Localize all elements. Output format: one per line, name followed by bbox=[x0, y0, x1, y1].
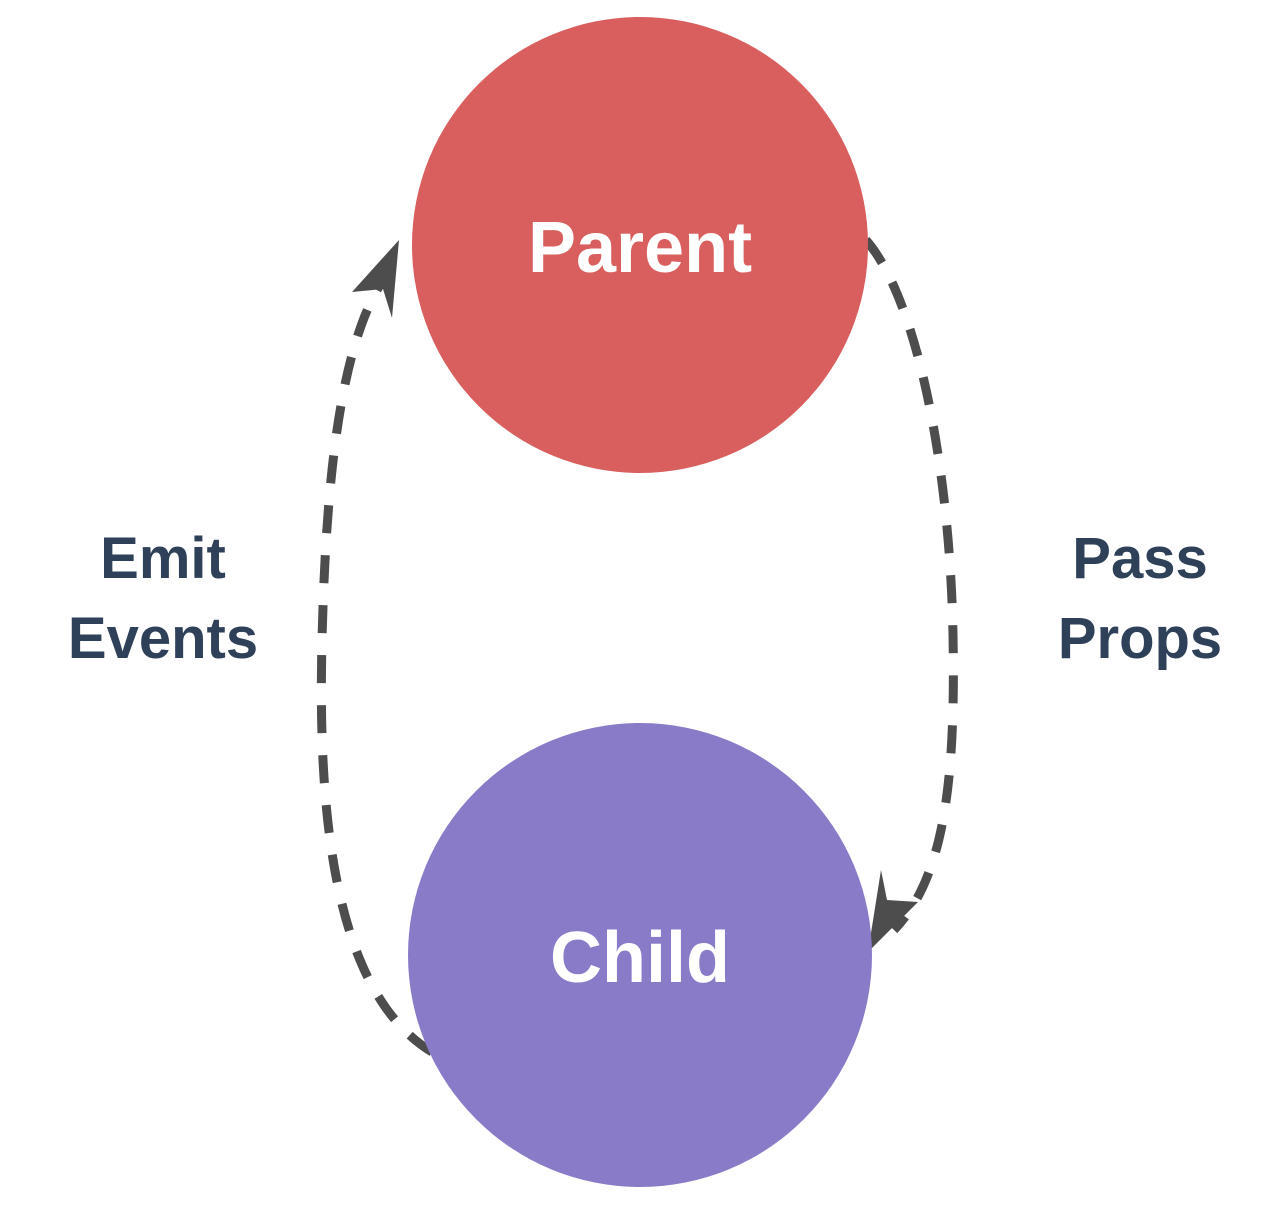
edge-pass-props bbox=[862, 237, 958, 952]
pass-props-dashed-path bbox=[862, 237, 958, 934]
emit-events-label-line2: Events bbox=[68, 606, 258, 671]
child-circle[interactable] bbox=[408, 723, 872, 1187]
emit-events-arrowhead-icon bbox=[352, 240, 399, 318]
emit-events-dashed-path bbox=[316, 265, 435, 1056]
pass-props-label-line2: Props bbox=[1058, 606, 1222, 671]
parent-label: Parent bbox=[528, 208, 752, 288]
parent-circle[interactable] bbox=[412, 17, 868, 473]
node-parent[interactable]: Parent bbox=[412, 17, 868, 473]
node-child[interactable]: Child bbox=[408, 723, 872, 1187]
pass-props-arrowhead-icon bbox=[868, 870, 918, 952]
child-label: Child bbox=[550, 918, 730, 998]
edge-label-emit-events: Emit Events bbox=[68, 526, 258, 671]
pass-props-label-line1: Pass bbox=[1072, 526, 1207, 591]
edge-label-pass-props: Pass Props bbox=[1058, 526, 1222, 671]
emit-events-label-line1: Emit bbox=[100, 526, 226, 591]
edge-emit-events bbox=[316, 240, 435, 1056]
